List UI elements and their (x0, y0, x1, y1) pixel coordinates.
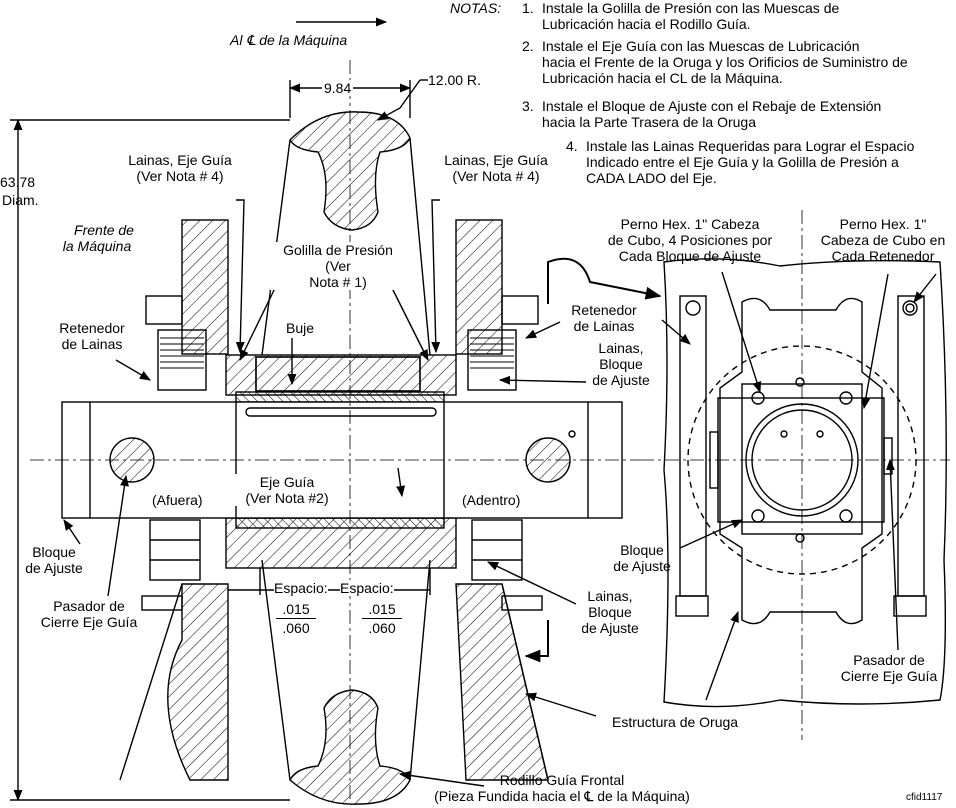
gap-left-label: Espacio: (274, 580, 328, 596)
dimension-diameter-unit: Diam. (2, 192, 39, 208)
right-frame-upper (455, 219, 503, 355)
figure-id: cfid1117 (906, 792, 943, 803)
gap-right-label: Espacio: (340, 580, 394, 596)
retainer-left-side (679, 295, 707, 597)
shim-left (157, 329, 207, 391)
label-lainas-bloque-top: Lainas, Bloque de Ajuste (592, 340, 650, 388)
dimension-radius: 12.00 R. (428, 72, 481, 88)
gap-left-fraction: .015 .060 (276, 600, 316, 637)
label-retenedor-left: Retenedor de Lainas (59, 320, 125, 352)
label-afuera: (Afuera) (152, 492, 203, 508)
notes-title: NOTAS: (450, 0, 502, 16)
note-4: 4. Instale las Lainas Requeridas para Lo… (566, 138, 915, 186)
left-frame-upper (181, 219, 229, 355)
label-lainas-bloque-bottom: Lainas, Bloque de Ajuste (581, 588, 639, 636)
gap-right-fraction: .015 .060 (362, 600, 402, 637)
label-adentro: (Adentro) (462, 492, 521, 508)
label-lainas-eje-right: Lainas, Eje Guía (Ver Nota # 4) (444, 152, 548, 184)
note-3: 3. Instale el Bloque de Ajuste con el Re… (522, 98, 882, 130)
note-1: 1. Instale la Golilla de Presión con las… (522, 0, 840, 32)
label-pasador-right: Pasador de Cierre Eje Guía (840, 652, 938, 684)
side-view-frame (663, 258, 947, 708)
label-golilla: Golilla de Presión (Ver Nota # 1) (270, 242, 406, 290)
label-frente: Frente de la Máquina (62, 222, 134, 254)
label-bloque-right: Bloque de Ajuste (613, 542, 671, 574)
label-buje: Buje (286, 320, 315, 336)
label-pasador-left: Pasador de Cierre Eje Guía (40, 598, 138, 630)
label-perno-cubo: Perno Hex. 1" Cabeza de Cubo, 4 Posicion… (607, 216, 773, 264)
direction-label: Al ℄ de la Máquina (230, 32, 348, 48)
label-rodillo: Rodillo Guía Frontal (Pieza Fundida haci… (434, 772, 690, 804)
bushing (235, 391, 445, 403)
label-bloque-left: Bloque de Ajuste (25, 544, 83, 576)
right-frame-lower (455, 583, 549, 781)
note-2: 2. Instale el Eje Guía con las Muescas d… (522, 38, 908, 86)
left-frame-lower (167, 583, 229, 781)
shim-right (467, 329, 517, 391)
dimension-width: 9.84 (322, 80, 354, 96)
label-lainas-eje-left: Lainas, Eje Guía (Ver Nota # 4) (128, 152, 232, 184)
retainer-right-side (897, 295, 925, 597)
dimension-diameter-value: 63.78 (0, 174, 36, 190)
label-perno-retenedor: Perno Hex. 1" Cabeza de Cubo en Cada Ret… (820, 216, 946, 264)
label-estructura: Estructura de Oruga (612, 714, 739, 730)
label-retenedor-right: Retenedor de Lainas (571, 302, 637, 334)
label-eje-guia: Eje Guía (Ver Nota #2) (234, 474, 340, 506)
